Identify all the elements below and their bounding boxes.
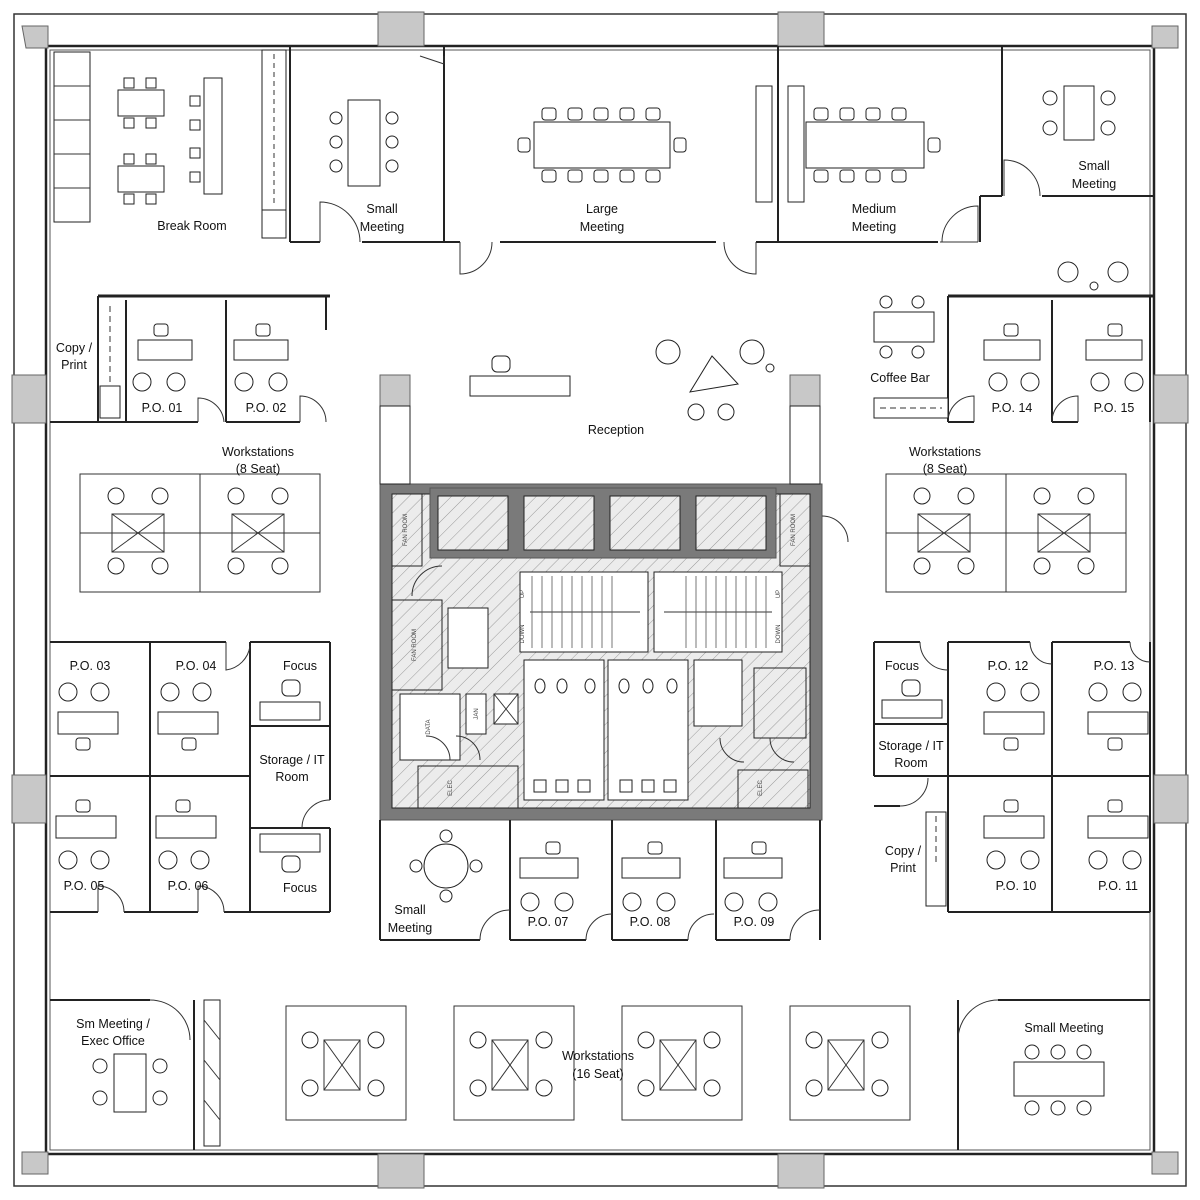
pod-2 (453, 1005, 575, 1121)
reception-label: Reception (588, 423, 644, 437)
jan-label: JAN (474, 708, 480, 719)
small-meeting-tr-line1: Small (1078, 159, 1109, 173)
large-meeting-line2: Meeting (580, 220, 625, 234)
data-room-label: DATA (426, 719, 432, 734)
po08-label: P.O. 08 (630, 915, 671, 929)
structural-columns (11, 11, 1189, 1189)
po14-label: P.O. 14 (992, 401, 1033, 415)
workstations-bottom: Workstations (16 Seat) (285, 1005, 911, 1121)
po06-label: P.O. 06 (168, 879, 209, 893)
up-right-label: UP (776, 590, 782, 598)
elec-right-label: ELEC (758, 780, 764, 796)
po09-label: P.O. 09 (734, 915, 775, 929)
building-core: FAN ROOM FAN ROOM UP DOWN UP DOWN FAN RO… (379, 405, 849, 821)
sm-meeting-exec-line1: Sm Meeting / (76, 1017, 150, 1031)
po13-label: P.O. 13 (1094, 659, 1135, 673)
left-middle-offices: P.O. 03 P.O. 04 P.O. 05 P.O. 06 Focus St… (50, 641, 331, 913)
break-room-label: Break Room (157, 219, 226, 233)
ws-right-line2: (8 Seat) (923, 462, 967, 476)
po12-label: P.O. 12 (988, 659, 1029, 673)
workstations-left: Workstations (8 Seat) (79, 445, 321, 593)
pod-1 (285, 1005, 407, 1121)
po07-label: P.O. 07 (528, 915, 569, 929)
small-meeting-center-line1: Small (394, 903, 425, 917)
small-meeting-top-left: Small Meeting (329, 99, 405, 234)
large-meeting-line1: Large (586, 202, 618, 216)
fan-room-shafts (429, 487, 777, 559)
po11-label: P.O. 11 (1098, 879, 1138, 893)
down-right-label: DOWN (776, 625, 782, 644)
small-meeting-tr-line2: Meeting (1072, 177, 1117, 191)
large-meeting: Large Meeting (517, 85, 773, 234)
ws-bottom-line1: Workstations (562, 1049, 634, 1063)
storage-it-right-line2: Room (894, 756, 927, 770)
small-meeting-tl-line2: Meeting (360, 220, 405, 234)
large-meeting-chairs (517, 107, 687, 183)
po02-label: P.O. 02 (246, 401, 287, 415)
left-upper-offices: Copy / Print P.O. 01 P.O. 02 (50, 294, 330, 423)
ws-right-line1: Workstations (909, 445, 981, 459)
stairs: UP DOWN UP DOWN (519, 571, 783, 653)
medium-meeting-line2: Meeting (852, 220, 897, 234)
po01-label: P.O. 01 (142, 401, 183, 415)
small-meeting-top-right: Small Meeting (1042, 85, 1117, 191)
restrooms (523, 659, 689, 801)
copy-print-right-line1: Copy / (885, 844, 922, 858)
fan-room-left-label: FAN ROOM (403, 514, 409, 546)
copy-print-left-line2: Print (61, 358, 87, 372)
break-room: Break Room (53, 49, 287, 239)
po10-label: P.O. 10 (996, 879, 1037, 893)
building-shell (13, 13, 1187, 1187)
workstations-right: Workstations (8 Seat) (885, 445, 1127, 593)
pod-4 (789, 1005, 911, 1121)
reception: Reception (469, 339, 775, 437)
po15-label: P.O. 15 (1094, 401, 1135, 415)
medium-meeting-line1: Medium (852, 202, 896, 216)
up-left-label: UP (520, 590, 526, 598)
po03-label: P.O. 03 (70, 659, 111, 673)
small-meeting-br-label: Small Meeting (1024, 1021, 1103, 1035)
po05-label: P.O. 05 (64, 879, 105, 893)
fan-room-mid-label: FAN ROOM (412, 629, 418, 661)
top-doors (319, 159, 1041, 275)
storage-it-left-line1: Storage / IT (259, 753, 325, 767)
copy-print-right-line2: Print (890, 861, 916, 875)
small-meeting-tl-line1: Small (366, 202, 397, 216)
ws-bottom-line2: (16 Seat) (572, 1067, 623, 1081)
elec-left-label: ELEC (448, 780, 454, 796)
ws-left-line2: (8 Seat) (236, 462, 280, 476)
center-bottom-offices: Small Meeting P.O. 07 P.O. 08 P.O. 09 (379, 820, 821, 941)
ws-left-line1: Workstations (222, 445, 294, 459)
focus-left-top-label: Focus (283, 659, 317, 673)
sm-meeting-exec-line2: Exec Office (81, 1034, 145, 1048)
pod-3 (621, 1005, 743, 1121)
fan-room-right-label: FAN ROOM (791, 514, 797, 546)
right-upper-offices: Coffee Bar P.O. 14 P.O. 15 (870, 261, 1154, 423)
focus-left-bottom-label: Focus (283, 881, 317, 895)
medium-meeting: Medium Meeting (787, 85, 941, 234)
coffee-bar-label: Coffee Bar (870, 371, 930, 385)
storage-it-right-line1: Storage / IT (878, 739, 944, 753)
small-meeting-center-line2: Meeting (388, 921, 433, 935)
focus-right-label: Focus (885, 659, 919, 673)
storage-it-left-line2: Room (275, 770, 308, 784)
down-left-label: DOWN (520, 625, 526, 644)
copy-print-left-line1: Copy / (56, 341, 93, 355)
top-rooms-walls (289, 46, 1154, 243)
bottom-rooms: Sm Meeting / Exec Office Small Meeting (50, 999, 1150, 1150)
po04-label: P.O. 04 (176, 659, 217, 673)
right-middle-offices: Focus Storage / IT Room Copy / Print P.O… (873, 641, 1151, 913)
